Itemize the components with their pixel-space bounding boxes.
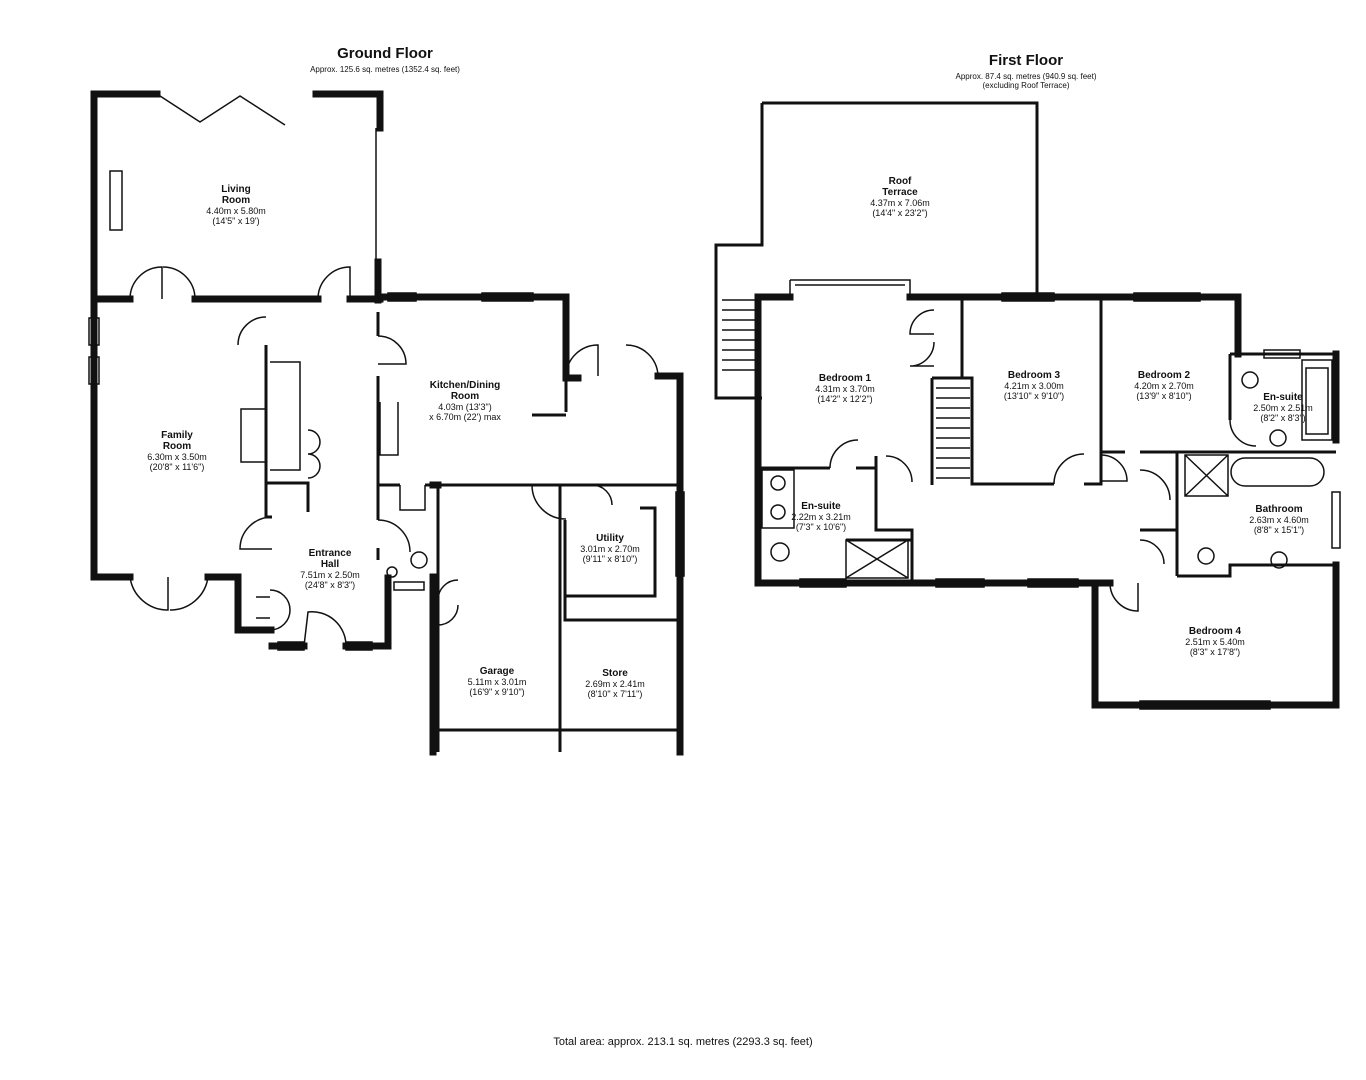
ground-floor-title: Ground Floor — [337, 45, 433, 62]
room-dimensions-imperial: (8'10" x 7'11") — [587, 689, 643, 699]
room-name: Entrance — [308, 548, 352, 559]
room-dimensions-imperial: (8'3" x 17'8") — [1189, 647, 1241, 657]
room-dimensions: 4.40m x 5.80m — [206, 206, 266, 216]
room-label-store: Store 2.69m x 2.41m (8'10" x 7'11") — [585, 668, 645, 699]
room-label-en-suite-1: En-suite 2.22m x 3.21m (7'3" x 10'6") — [791, 501, 851, 532]
room-label-bathroom: Bathroom 2.63m x 4.60m (8'8" x 15'1") — [1249, 504, 1309, 535]
room-label-en-suite-2: En-suite 2.50m x 2.51m (8'2" x 8'3") — [1253, 392, 1313, 423]
room-name: Kitchen/Dining — [429, 380, 501, 391]
room-name: Room — [162, 441, 192, 452]
room-dimensions-imperial: (9'11" x 8'10") — [582, 554, 638, 564]
room-dimensions-imperial: (7'3" x 10'6") — [795, 522, 847, 532]
room-name: Store — [602, 668, 628, 679]
room-dimensions-imperial: (8'8" x 15'1") — [1253, 525, 1305, 535]
room-name: Bedroom 3 — [1007, 370, 1061, 381]
room-name: Living — [221, 184, 251, 195]
room-name: Garage — [479, 666, 515, 677]
room-dimensions: 7.51m x 2.50m — [300, 570, 360, 580]
room-dimensions: 4.03m (13'3") — [438, 402, 492, 412]
room-dimensions-imperial: (14'2" x 12'2") — [817, 394, 873, 404]
room-dimensions: 2.69m x 2.41m — [585, 679, 645, 689]
room-dimensions: 4.21m x 3.00m — [1004, 381, 1064, 391]
room-label-bedroom-1: Bedroom 1 4.31m x 3.70m (14'2" x 12'2") — [815, 373, 875, 404]
room-dimensions-imperial: (13'10" x 9'10") — [1003, 391, 1065, 401]
room-dimensions: 2.50m x 2.51m — [1253, 403, 1313, 413]
room-name: Room — [221, 195, 251, 206]
ground-floor-walls — [90, 90, 684, 756]
room-name: Bathroom — [1255, 504, 1303, 515]
room-dimensions-imperial: (8'2" x 8'3") — [1260, 413, 1306, 423]
room-name: Utility — [596, 533, 624, 544]
room-dimensions: 6.30m x 3.50m — [147, 452, 207, 462]
room-label-bedroom-3: Bedroom 3 4.21m x 3.00m (13'10" x 9'10") — [1004, 370, 1064, 401]
room-dimensions-imperial: (16'9" x 9'10") — [469, 687, 525, 697]
room-dimensions: 2.22m x 3.21m — [791, 512, 851, 522]
room-name: Bedroom 4 — [1188, 626, 1242, 637]
room-name: Terrace — [882, 187, 918, 198]
room-dimensions: 4.37m x 7.06m — [870, 198, 930, 208]
room-label-family: Family Room 6.30m x 3.50m (20'8" x 11'6"… — [147, 430, 207, 472]
room-name: Roof — [888, 176, 912, 187]
room-label-kitchen: Kitchen/Dining Room 4.03m (13'3") x 6.70… — [429, 380, 501, 422]
room-dimensions-imperial: (20'8" x 11'6") — [149, 462, 205, 472]
room-label-living: Living Room 4.40m x 5.80m (14'5" x 19') — [206, 184, 266, 226]
room-dimensions-imperial: x 6.70m (22') max — [429, 412, 501, 422]
room-dimensions-imperial: (13'9" x 8'10") — [1136, 391, 1192, 401]
room-dimensions-imperial: (14'5" x 19') — [212, 216, 260, 226]
ground-floor-internal — [236, 312, 680, 752]
first-floor-title: First Floor — [988, 52, 1064, 69]
room-dimensions: 2.51m x 5.40m — [1185, 637, 1245, 647]
room-dimensions-imperial: (24'8" x 8'3") — [304, 580, 356, 590]
room-dimensions: 2.63m x 4.60m — [1249, 515, 1309, 525]
room-dimensions: 4.31m x 3.70m — [815, 384, 875, 394]
room-name: Hall — [320, 559, 340, 570]
room-dimensions: 4.20m x 2.70m — [1134, 381, 1194, 391]
room-dimensions: 5.11m x 3.01m — [467, 677, 527, 687]
room-name: En-suite — [801, 501, 841, 512]
total-area: Total area: approx. 213.1 sq. metres (22… — [553, 1036, 813, 1048]
first-floor-area: Approx. 87.4 sq. metres (940.9 sq. feet) — [955, 72, 1097, 81]
ground-floor-area: Approx. 125.6 sq. metres (1352.4 sq. fee… — [310, 65, 460, 74]
room-dimensions: 3.01m x 2.70m — [580, 544, 640, 554]
room-dimensions-imperial: (14'4" x 23'2") — [872, 208, 928, 218]
first-floor-walls — [754, 293, 1340, 709]
first-floor-area-note: (excluding Roof Terrace) — [982, 81, 1070, 90]
room-name: En-suite — [1263, 392, 1303, 403]
room-label-bedroom-4: Bedroom 4 2.51m x 5.40m (8'3" x 17'8") — [1185, 626, 1245, 657]
room-name: Bedroom 1 — [818, 373, 872, 384]
room-label-roof-terrace: Roof Terrace 4.37m x 7.06m (14'4" x 23'2… — [870, 176, 930, 218]
first-floor-doors-windows — [715, 250, 1341, 710]
first-floor-internal — [714, 101, 1336, 580]
room-label-utility: Utility 3.01m x 2.70m (9'11" x 8'10") — [580, 533, 640, 564]
room-name: Bedroom 2 — [1137, 370, 1191, 381]
room-name: Family — [161, 430, 193, 441]
room-label-bedroom-2: Bedroom 2 4.20m x 2.70m (13'9" x 8'10") — [1134, 370, 1194, 401]
room-name: Room — [450, 391, 480, 402]
ground-floor-doors-windows — [88, 93, 685, 651]
room-label-entrance-hall: Entrance Hall 7.51m x 2.50m (24'8" x 8'3… — [300, 548, 360, 590]
room-label-garage: Garage 5.11m x 3.01m (16'9" x 9'10") — [468, 666, 527, 697]
